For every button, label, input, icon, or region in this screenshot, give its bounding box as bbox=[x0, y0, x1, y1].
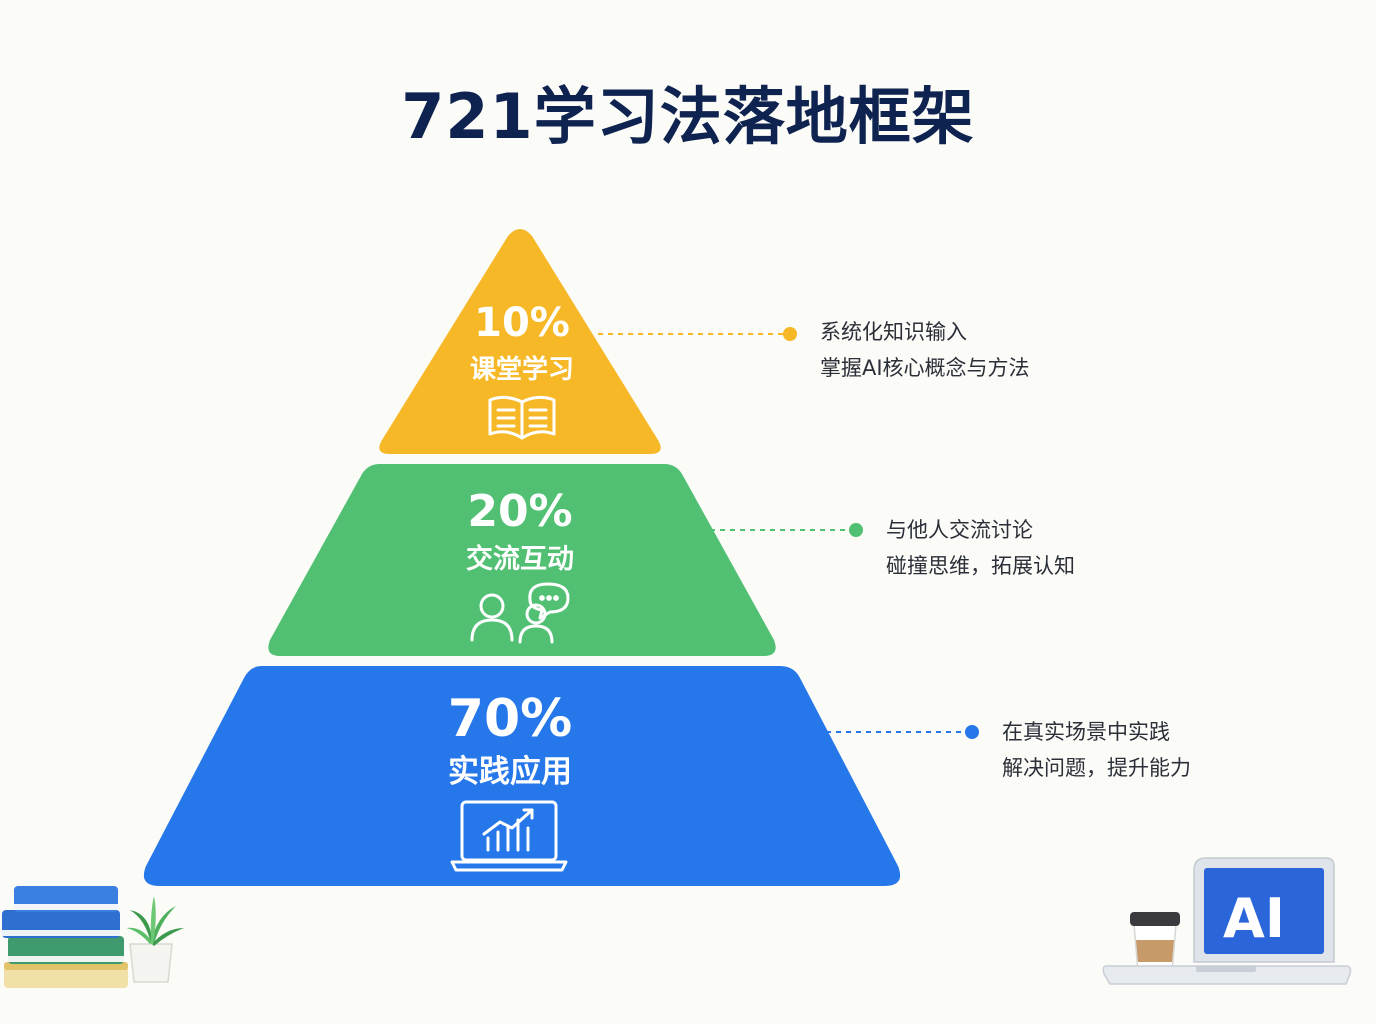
tier-interaction-name: 交流互动 bbox=[466, 543, 574, 575]
tier-practice-name: 实践应用 bbox=[448, 754, 572, 790]
plant-icon bbox=[126, 896, 184, 983]
tier-classroom-shape bbox=[379, 229, 661, 454]
books-stack-icon bbox=[2, 886, 128, 988]
people-chat-icon bbox=[470, 582, 570, 644]
description-line: 系统化知识输入 bbox=[820, 320, 967, 344]
tier-classroom-description: 系统化知识输入 掌握AI核心概念与方法 bbox=[820, 314, 1030, 386]
coffee-cup-icon bbox=[1130, 912, 1180, 973]
open-book-icon bbox=[488, 395, 556, 440]
connector-dot-classroom bbox=[783, 327, 797, 341]
tier-practice-description: 在真实场景中实践 解决问题，提升能力 bbox=[1002, 714, 1191, 786]
laptop-chart-icon bbox=[450, 800, 568, 872]
description-line: 解决问题，提升能力 bbox=[1002, 756, 1191, 780]
laptop-icon: AI bbox=[1102, 857, 1352, 985]
tier-classroom-percent: 10% bbox=[474, 300, 570, 346]
tier-classroom: 10% 课堂学习 bbox=[379, 229, 661, 454]
tier-practice-percent: 70% bbox=[448, 689, 572, 749]
description-line: 与他人交流讨论 bbox=[886, 518, 1033, 542]
page-title: 721学习法落地框架 bbox=[401, 80, 975, 153]
tier-interaction-shape bbox=[268, 464, 776, 656]
connector-dot-practice bbox=[965, 725, 979, 739]
connector-dot-interaction bbox=[849, 523, 863, 537]
connectors bbox=[598, 327, 979, 739]
description-line: 在真实场景中实践 bbox=[1002, 720, 1170, 744]
description-line: 碰撞思维，拓展认知 bbox=[886, 554, 1075, 578]
tier-interaction: 20% 交流互动 bbox=[268, 464, 776, 656]
tier-interaction-description: 与他人交流讨论 碰撞思维，拓展认知 bbox=[886, 512, 1075, 584]
tier-interaction-percent: 20% bbox=[467, 486, 572, 537]
description-line: 掌握AI核心概念与方法 bbox=[820, 356, 1030, 380]
laptop-screen-text: AI bbox=[1223, 887, 1285, 950]
tier-practice-shape bbox=[143, 666, 901, 886]
tier-practice: 70% 实践应用 bbox=[143, 666, 901, 886]
tier-classroom-name: 课堂学习 bbox=[470, 354, 574, 385]
